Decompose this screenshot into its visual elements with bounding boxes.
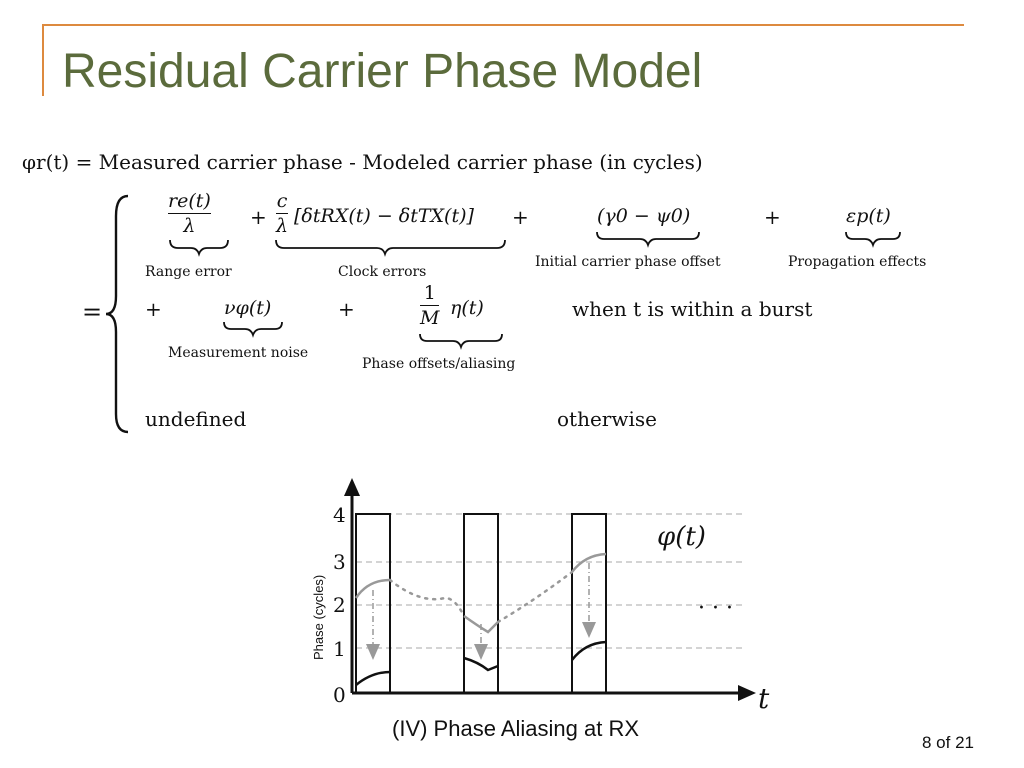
otherwise-text: otherwise xyxy=(557,407,657,431)
true-phase-burst-3 xyxy=(571,552,607,573)
x-axis-arrow xyxy=(738,685,756,701)
figure-gridlines xyxy=(356,513,745,649)
slide-title: Residual Carrier Phase Model xyxy=(62,45,703,98)
y-tick-1: 1 xyxy=(333,637,346,661)
label-initial-offset: Initial carrier phase offset xyxy=(535,254,721,270)
ellipsis: · · · xyxy=(698,596,733,621)
plus-sign-5: + xyxy=(338,297,355,321)
large-left-brace xyxy=(105,194,129,434)
y-axis-arrow xyxy=(344,478,360,496)
y-tick-4: 4 xyxy=(333,503,346,527)
initial-offset-term: (γ0 − ψ0) xyxy=(597,205,691,227)
y-tick-0: 0 xyxy=(333,683,346,707)
burst-window-1 xyxy=(355,513,391,694)
title-rule-left xyxy=(42,24,44,96)
aliasing-arrows xyxy=(372,563,590,650)
underbrace-propagation xyxy=(845,231,901,248)
aliasing-numerator: 1 xyxy=(423,282,436,304)
true-phase-burst-1 xyxy=(354,578,391,599)
label-measurement-noise: Measurement noise xyxy=(168,345,309,361)
aliasing-fraction: 1 M xyxy=(420,282,440,329)
plus-sign-4: + xyxy=(145,297,162,321)
true-phase-gap-1 xyxy=(388,578,466,618)
plus-sign-2: + xyxy=(512,205,529,229)
propagation-term: εp(t) xyxy=(846,205,891,227)
range-error-fraction: re(t) λ xyxy=(168,190,211,237)
x-axis-symbol: t xyxy=(758,682,770,715)
label-range-error: Range error xyxy=(145,264,232,280)
aliased-phase-burst-3 xyxy=(571,640,607,661)
underbrace-range xyxy=(169,239,229,257)
label-phase-offsets: Phase offsets/aliasing xyxy=(362,356,516,372)
aliasing-term: η(t) xyxy=(450,297,484,319)
burst-window-3 xyxy=(571,513,607,694)
aliasing-arrowhead-2 xyxy=(474,644,488,660)
page-number: 8 of 21 xyxy=(922,733,974,752)
label-propagation: Propagation effects xyxy=(788,254,927,270)
figure-caption: (IV) Phase Aliasing at RX xyxy=(392,716,640,741)
true-phase-burst-2 xyxy=(463,614,499,634)
aliased-phase-burst-1 xyxy=(355,670,391,686)
plus-sign-3: + xyxy=(764,205,781,229)
range-error-fraction-bar xyxy=(168,213,211,214)
equation-equals: = xyxy=(82,298,103,326)
y-axis-label: Phase (cycles) xyxy=(311,574,326,660)
aliasing-arrowhead-3 xyxy=(582,622,596,638)
clock-numerator: c xyxy=(276,190,288,212)
plus-sign-1: + xyxy=(250,205,267,229)
y-tick-2: 2 xyxy=(333,593,346,617)
underbrace-aliasing xyxy=(419,333,503,350)
true-phase-gap-2 xyxy=(496,570,574,624)
aliased-phase-burst-2 xyxy=(463,656,499,672)
underbrace-initial xyxy=(596,231,700,248)
condition-burst: when t is within a burst xyxy=(572,297,813,321)
clock-fraction-bar xyxy=(276,213,289,214)
equation-lhs: φr(t) = Measured carrier phase - Modeled… xyxy=(22,150,703,174)
label-clock-errors: Clock errors xyxy=(338,264,427,280)
curve-label: φ(t) xyxy=(657,522,706,552)
burst-window-2 xyxy=(463,513,499,694)
title-rule-top xyxy=(42,24,964,26)
undefined-text: undefined xyxy=(145,407,247,431)
clock-denominator: λ xyxy=(276,215,289,237)
range-error-numerator: re(t) xyxy=(168,190,211,212)
aliasing-denominator: M xyxy=(420,307,440,329)
y-tick-3: 3 xyxy=(333,550,346,574)
noise-term: νφ(t) xyxy=(224,297,272,319)
clock-term: [δtRX(t) − δtTX(t)] xyxy=(294,205,474,227)
clock-fraction: c λ xyxy=(276,190,289,237)
underbrace-noise xyxy=(223,321,283,338)
aliasing-arrowhead-1 xyxy=(366,644,380,660)
aliasing-fraction-bar xyxy=(420,305,440,306)
underbrace-clock xyxy=(275,239,506,257)
range-error-denominator: λ xyxy=(183,215,196,237)
